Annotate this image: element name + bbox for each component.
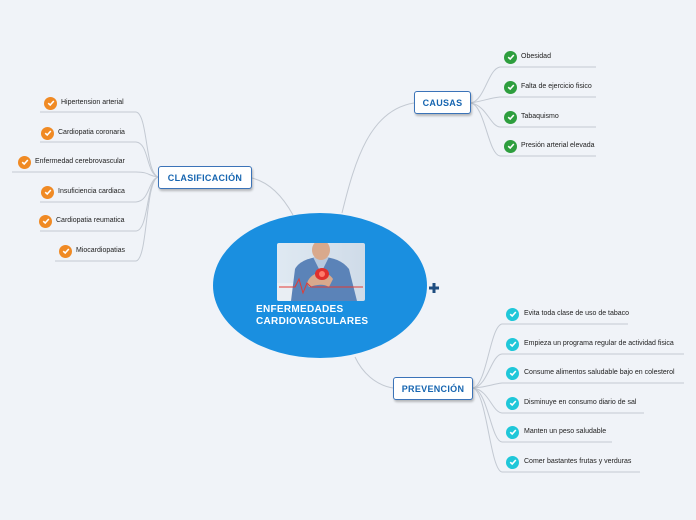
clasificacion-item[interactable]: Cardiopatia coronaria (41, 126, 125, 140)
clasificacion-item-label: Cardiopatia reumatica (56, 217, 125, 224)
check-circle-icon (504, 50, 517, 64)
check-circle-icon (506, 366, 519, 380)
central-topic-title: ENFERMEDADES CARDIOVASCULARES (256, 304, 406, 328)
clasificacion-item-label: Cardiopatia coronaria (58, 129, 125, 136)
node-causas-label: CAUSAS (422, 97, 463, 108)
prevencion-item[interactable]: Comer bastantes frutas y verduras (506, 455, 631, 469)
prevencion-item-label: Evita toda clase de uso de tabaco (524, 310, 630, 317)
prevencion-item[interactable]: Empieza un programa regular de actividad… (506, 337, 674, 351)
prevencion-item-label: Disminuye en consumo diario de sal (524, 399, 637, 406)
clasificacion-item[interactable]: Cardiopatia reumatica (39, 214, 124, 228)
central-topic-title-line-1: ENFERMEDADES (256, 304, 344, 315)
prevencion-item[interactable]: Disminuye en consumo diario de sal (506, 396, 636, 410)
check-circle-icon (506, 396, 519, 410)
expand-plus-icon[interactable] (429, 280, 439, 298)
clasificacion-item[interactable]: Enfermedad cerebrovascular (18, 155, 125, 169)
clasificacion-item-label: Miocardiopatias (76, 247, 126, 254)
causas-item-label: Falta de ejercicio fisico (521, 83, 592, 90)
clasificacion-item-label: Insuficiencia cardiaca (58, 188, 125, 195)
clasificacion-item-label: Enfermedad cerebrovascular (35, 158, 125, 165)
check-circle-icon (44, 96, 57, 110)
clasificacion-item[interactable]: Insuficiencia cardiaca (41, 185, 125, 199)
causas-item-label: Tabaquismo (521, 113, 559, 120)
clasificacion-item-label: Hipertension arterial (61, 99, 124, 106)
central-topic-title-line-2: CARDIOVASCULARES (256, 316, 369, 327)
check-circle-icon (504, 110, 517, 124)
prevencion-item-label: Manten un peso saludable (524, 428, 607, 435)
check-circle-icon (39, 214, 52, 228)
causas-item[interactable]: Presión arterial elevada (504, 139, 595, 153)
causas-item[interactable]: Tabaquismo (504, 110, 559, 124)
check-circle-icon (506, 307, 519, 321)
node-prevencion-label: PREVENCIÓN (401, 383, 465, 394)
check-circle-icon (504, 139, 517, 153)
check-circle-icon (59, 244, 72, 258)
prevencion-item-label: Comer bastantes frutas y verduras (524, 458, 632, 465)
prevencion-item[interactable]: Consume alimentos saludable bajo en cole… (506, 366, 675, 380)
clasificacion-item[interactable]: Miocardiopatias (59, 244, 125, 258)
check-circle-icon (41, 185, 54, 199)
causas-item-label: Presión arterial elevada (521, 142, 595, 149)
node-clasificacion[interactable]: CLASIFICACIÓN (158, 166, 252, 189)
causas-item[interactable]: Falta de ejercicio fisico (504, 80, 592, 94)
prevencion-item[interactable]: Evita toda clase de uso de tabaco (506, 307, 629, 321)
prevencion-item-label: Empieza un programa regular de actividad… (524, 340, 674, 347)
check-circle-icon (506, 455, 519, 469)
prevencion-item[interactable]: Manten un peso saludable (506, 425, 606, 439)
check-circle-icon (41, 126, 54, 140)
causas-item[interactable]: Obesidad (504, 50, 551, 64)
node-prevencion[interactable]: PREVENCIÓN (393, 377, 473, 400)
causas-item-label: Obesidad (521, 53, 551, 60)
clasificacion-item[interactable]: Hipertension arterial (44, 96, 124, 110)
check-circle-icon (504, 80, 517, 94)
node-clasificacion-label: CLASIFICACIÓN (167, 172, 243, 183)
check-circle-icon (18, 155, 31, 169)
check-circle-icon (506, 337, 519, 351)
heart-attack-photo (277, 243, 365, 301)
check-circle-icon (506, 425, 519, 439)
node-causas[interactable]: CAUSAS (414, 91, 471, 114)
prevencion-item-label: Consume alimentos saludable bajo en cole… (524, 369, 675, 376)
